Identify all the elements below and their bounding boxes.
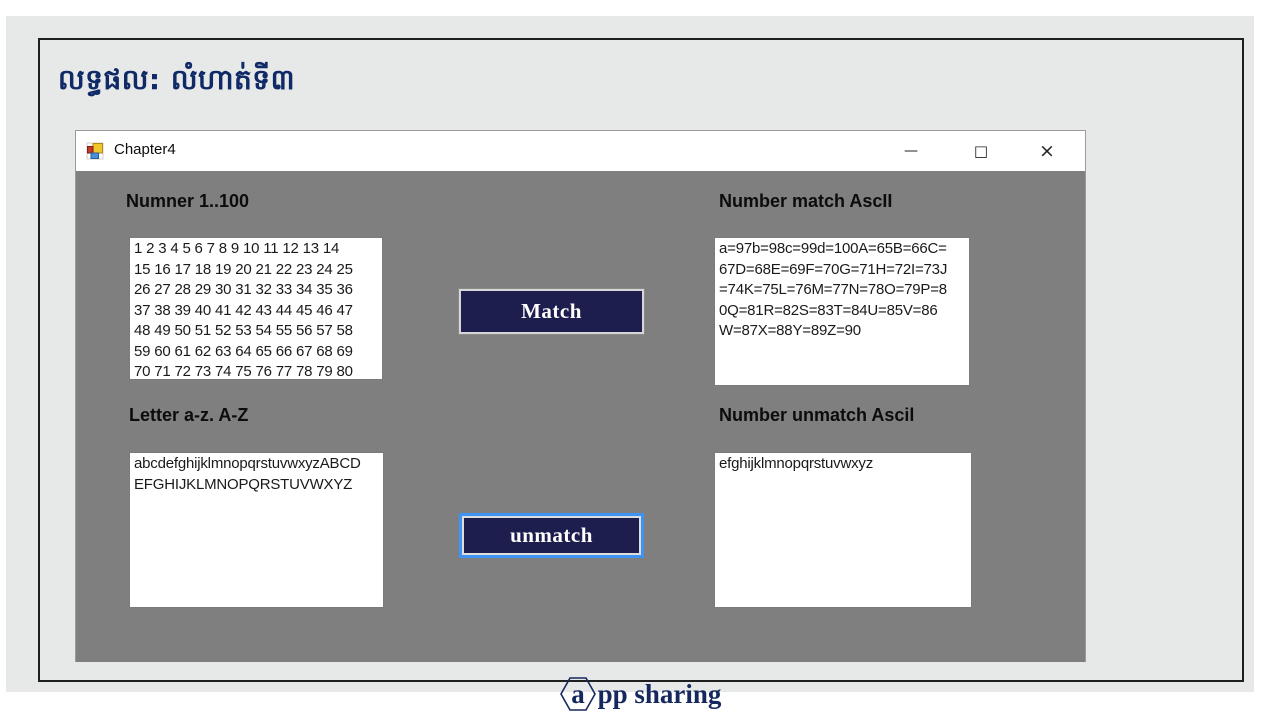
form-client-area: Numner 1..100 Number match AscII 1 2 3 4… xyxy=(76,171,1085,662)
app-window: Chapter4 — □ × Numner 1..100 Number matc… xyxy=(75,130,1086,662)
footer-logo-text: pp sharing xyxy=(597,678,722,709)
footer-logo: a pp sharing xyxy=(0,676,1280,717)
match-button[interactable]: Match xyxy=(459,289,644,334)
unmatch-button[interactable]: unmatch xyxy=(459,513,644,558)
footer-logo-letter: a xyxy=(571,679,585,709)
ascii-match-label: Number match AscII xyxy=(719,191,893,211)
minimize-button[interactable]: — xyxy=(904,143,918,159)
ascii-unmatch-textbox[interactable]: efghijklmnopqrstuvwxyz xyxy=(714,452,972,608)
letters-textbox[interactable]: abcdefghijklmnopqrstuvwxyzABCD EFGHIJKLM… xyxy=(129,452,384,608)
ascii-unmatch-label: Number unmatch Ascil xyxy=(719,405,915,425)
page-heading: លទ្ធផល: លំហាត់ទី៣ xyxy=(58,63,295,96)
maximize-button[interactable]: □ xyxy=(973,142,989,160)
window-title: Chapter4 xyxy=(114,141,176,158)
hexagon-a-icon: a xyxy=(559,677,596,711)
numbers-label: Numner 1..100 xyxy=(126,191,250,211)
content-frame xyxy=(38,38,1244,682)
ascii-match-textbox[interactable]: a=97b=98c=99d=100A=65B=66C= 67D=68E=69F=… xyxy=(714,237,970,386)
titlebar[interactable]: Chapter4 — □ × xyxy=(76,131,1085,171)
letters-label: Letter a-z. A-Z xyxy=(129,405,249,425)
app-icon xyxy=(86,142,104,160)
close-button[interactable]: × xyxy=(1039,140,1055,162)
numbers-textbox[interactable]: 1 2 3 4 5 6 7 8 9 10 11 12 13 14 15 16 1… xyxy=(129,237,383,380)
